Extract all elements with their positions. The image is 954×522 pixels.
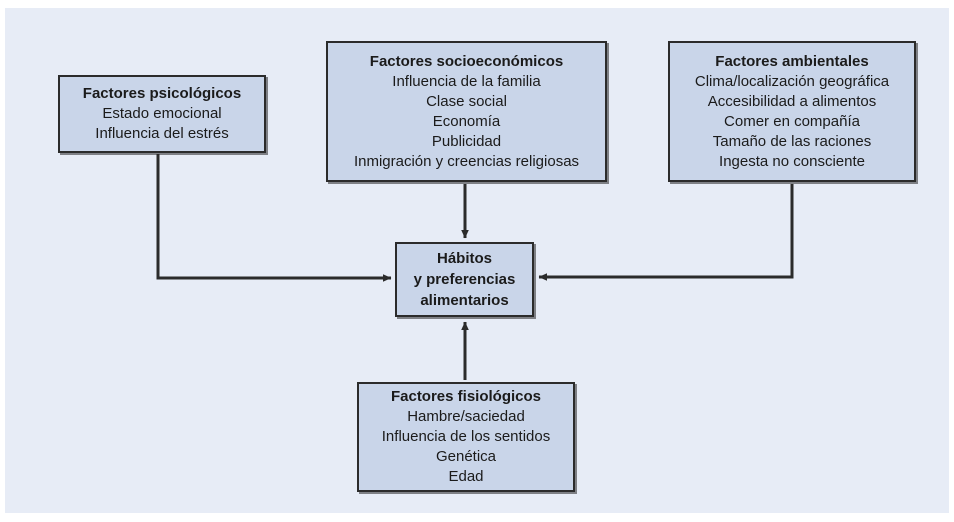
connector-ambientales-to-central	[538, 184, 794, 281]
node-item: Ingesta no consciente	[719, 152, 865, 170]
node-item: Estado emocional	[102, 105, 222, 122]
diagram-canvas: Factores psicológicos Estado emocional I…	[5, 8, 949, 513]
node-item: Influencia de la familia	[392, 72, 541, 90]
node-factores-ambientales: Factores ambientales Clima/localización …	[668, 41, 916, 182]
node-factores-fisiologicos: Factores fisiológicos Hambre/saciedad In…	[357, 382, 575, 492]
node-item: Comer en compañía	[724, 112, 860, 130]
node-item: Influencia del estrés	[95, 125, 229, 142]
node-item: Hambre/saciedad	[407, 408, 525, 425]
node-title: Factores socioeconómicos	[369, 52, 564, 70]
node-title: Factores psicológicos	[82, 85, 242, 102]
node-item: Economía	[432, 112, 501, 130]
node-item: Clima/localización geográfica	[694, 72, 890, 90]
node-item: Clase social	[426, 92, 507, 110]
node-item: Edad	[448, 468, 484, 485]
node-item: Publicidad	[431, 132, 502, 150]
node-line: Hábitos	[436, 250, 492, 267]
node-item: Genética	[435, 448, 497, 465]
node-item: Influencia de los sentidos	[381, 428, 551, 445]
node-habitos-preferencias-alimentarios: Hábitos y preferencias alimentarios	[395, 242, 534, 317]
node-item: Accesibilidad a alimentos	[707, 92, 877, 110]
node-item: Inmigración y creencias religiosas	[353, 152, 580, 170]
node-line: alimentarios	[420, 292, 509, 309]
node-title: Factores fisiológicos	[390, 388, 542, 405]
node-factores-socioeconomicos: Factores socioeconómicos Influencia de l…	[326, 41, 607, 182]
node-title: Factores ambientales	[715, 52, 869, 70]
node-factores-psicologicos: Factores psicológicos Estado emocional I…	[58, 75, 266, 153]
node-line: y preferencias	[413, 271, 516, 288]
node-item: Tamaño de las raciones	[712, 132, 872, 150]
